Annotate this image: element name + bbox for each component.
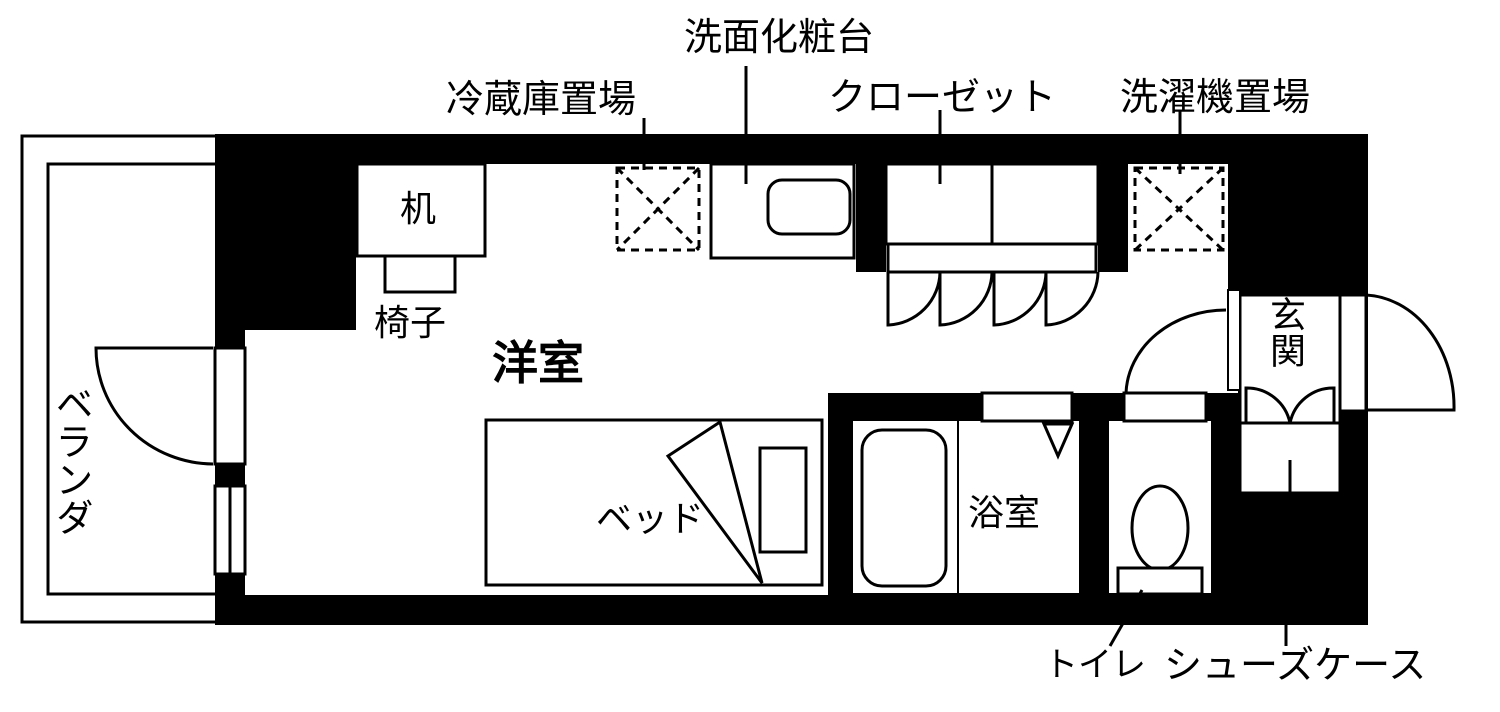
desk xyxy=(355,162,487,258)
label-fridge-spot: 冷蔵庫置場 xyxy=(446,77,637,121)
label-toilet: トイレ xyxy=(1044,645,1146,685)
label-western-room: 洋室 xyxy=(492,336,584,390)
label-veranda: ベランダ xyxy=(49,384,93,536)
label-chair: 椅子 xyxy=(374,303,447,344)
chair xyxy=(383,254,457,294)
leader-lines xyxy=(642,66,1288,647)
label-entrance: 玄関 xyxy=(1264,296,1305,368)
label-washer-spot: 洗濯機置場 xyxy=(1120,75,1311,119)
toilet-bowl xyxy=(1130,484,1190,572)
label-shoe-case: シューズケース xyxy=(1164,643,1427,687)
label-bathroom: 浴室 xyxy=(968,493,1041,534)
veranda xyxy=(20,134,220,624)
bathtub xyxy=(860,428,948,588)
veranda-openings xyxy=(94,346,247,576)
label-bed: ベッド xyxy=(596,499,705,540)
label-closet: クローゼット xyxy=(828,75,1057,119)
label-desk: 机 xyxy=(400,189,437,230)
wet-area xyxy=(828,391,1240,603)
furniture xyxy=(355,162,1225,587)
label-vanity: 洗面化粧台 xyxy=(684,15,875,59)
genkan xyxy=(1124,289,1456,495)
